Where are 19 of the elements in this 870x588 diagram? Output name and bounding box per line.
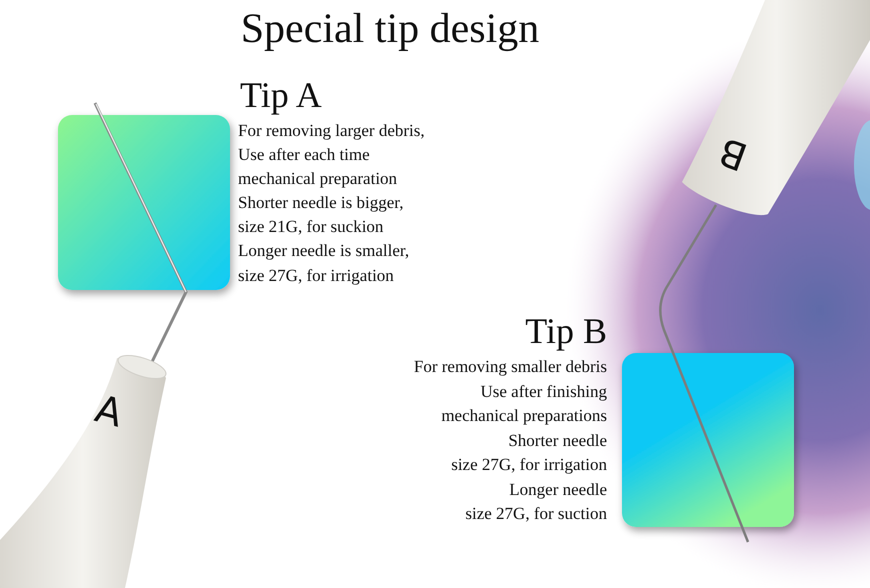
description-text: size 27G, for irrigation [451, 456, 607, 473]
section-heading: Tip A [240, 77, 322, 113]
description-text: size 27G, for irrigation [238, 267, 394, 284]
description-text: Shorter needle [508, 432, 607, 449]
description-text: Use after finishing [480, 383, 607, 400]
description-text: Longer needle is smaller, [238, 242, 410, 259]
description-text: For removing larger debris, [238, 122, 425, 139]
description-text: mechanical preparations [441, 407, 607, 424]
description-text: Shorter needle is bigger, [238, 194, 404, 211]
section-heading: Tip B [525, 313, 607, 349]
description-text: For removing smaller debris [414, 358, 607, 375]
description-text: mechanical preparation [238, 170, 398, 187]
description-text: size 27G, for suction [465, 505, 607, 522]
handpiece-letter: B [714, 132, 752, 176]
description-text: Longer needle [509, 481, 607, 498]
handpiece-letter: A [92, 389, 126, 433]
description-text: Use after each time [238, 146, 370, 163]
title: Special tip design [240, 8, 540, 50]
description-text: size 21G, for suckion [238, 218, 384, 235]
